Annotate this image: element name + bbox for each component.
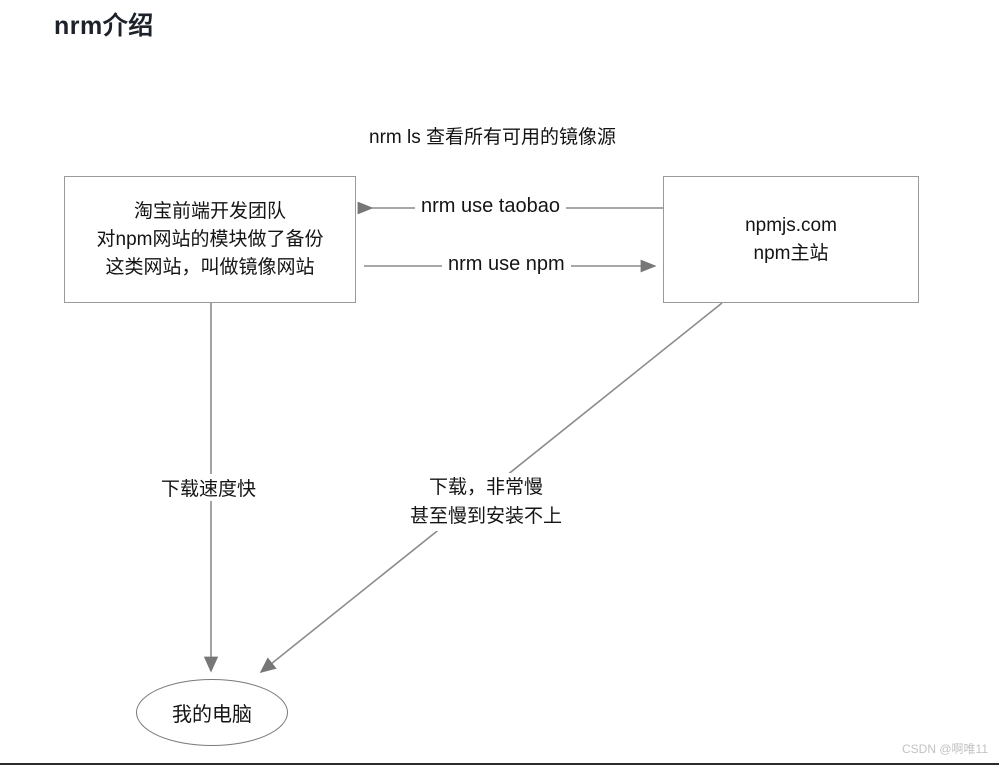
annotation-nrm-ls: nrm ls 查看所有可用的镜像源 (363, 122, 623, 149)
edge-label-slow-download-line-1: 下载，非常慢 (429, 477, 544, 498)
node-npmjs-origin-line-1: npmjs.com (745, 214, 837, 236)
node-my-computer[interactable]: 我的电脑 (136, 679, 288, 746)
node-taobao-mirror[interactable]: 淘宝前端开发团队 对npm网站的模块做了备份 这类网站，叫做镜像网站 (64, 176, 356, 303)
page-title: nrm介绍 (54, 12, 154, 40)
node-my-computer-label: 我的电脑 (172, 704, 252, 726)
node-taobao-mirror-line-1: 淘宝前端开发团队 (133, 200, 286, 222)
node-npmjs-origin[interactable]: npmjs.com npm主站 (663, 176, 919, 303)
node-npmjs-origin-line-2: npm主站 (753, 242, 829, 264)
node-taobao-mirror-line-3: 这类网站，叫做镜像网站 (105, 256, 315, 278)
bottom-divider (0, 763, 999, 765)
edge-label-slow-download-line-2: 甚至慢到安装不上 (410, 506, 563, 527)
edge-label-use-taobao: nrm use taobao (415, 195, 566, 218)
csdn-watermark: CSDN @啊唯11 (902, 742, 988, 756)
edge-label-use-npm: nrm use npm (442, 253, 571, 276)
edge-label-slow-download: 下载，非常慢 甚至慢到安装不上 (404, 473, 569, 531)
edge-label-fast-download: 下载速度快 (155, 474, 263, 501)
node-taobao-mirror-line-2: 对npm网站的模块做了备份 (96, 228, 324, 250)
